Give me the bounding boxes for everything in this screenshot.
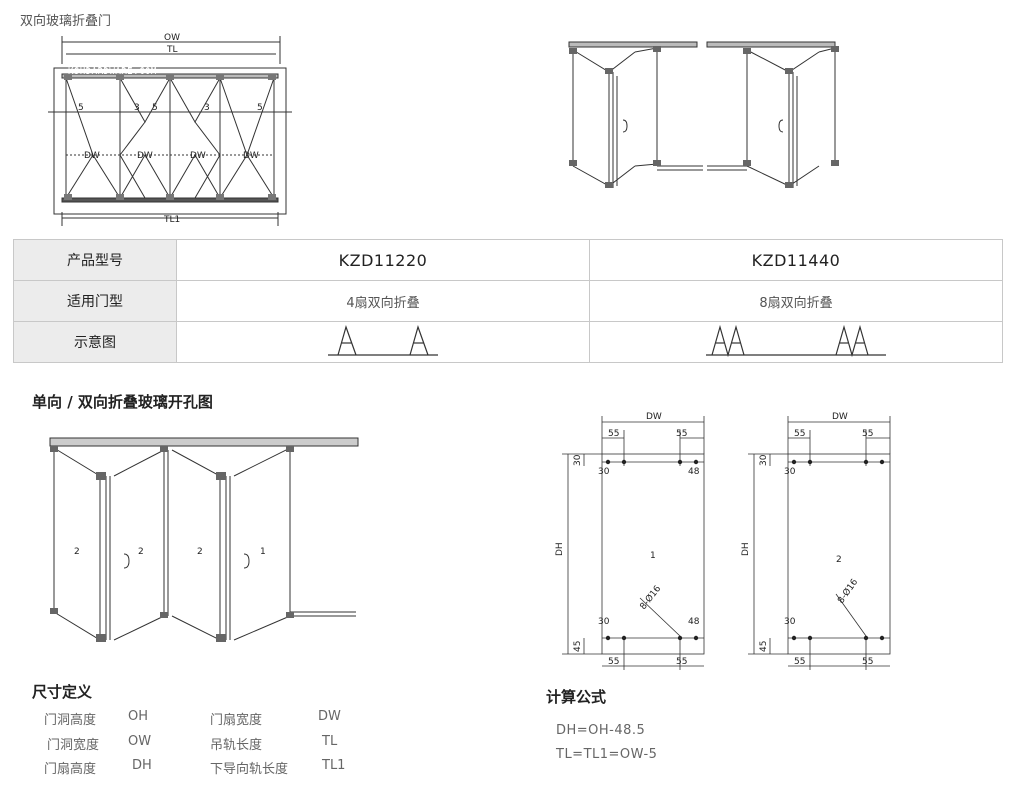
def-dw-name: 门扇宽度 [210, 713, 263, 728]
dim-55-bottom-right: 55 [676, 657, 687, 667]
dim-48-top: 48 [688, 467, 700, 477]
panel-number-3: 2 [197, 547, 203, 557]
def-tl-code: TL [322, 734, 338, 749]
model-kzd11220: KZD11220 [176, 239, 590, 281]
def-oh-name: 门洞高度 [44, 713, 97, 728]
dim-30-top: 30 [784, 467, 796, 477]
dim-48-bottom: 48 [688, 617, 700, 627]
formula-tl: TL=TL1=OW-5 [556, 747, 658, 762]
door-type-8-panel: 8扇双向折叠 [589, 280, 1003, 322]
folding-door-plan-drawing: OW TL KSHDARDWARE.COM 5 3 5 3 5 DW DW DW… [48, 33, 292, 226]
def-ow-name: 门洞宽度 [47, 738, 100, 753]
hole-diagram-panel-1: DW 55 55 30 48 30 DH 1 8-Ø16 30 48 45 55… [555, 412, 705, 670]
panel-number-1: 2 [74, 547, 80, 557]
dim-30-left: 30 [573, 454, 583, 466]
dimension-title: 尺寸定义 [32, 683, 93, 701]
schematic-4-panel [176, 321, 590, 363]
dw-label-2: DW [137, 151, 153, 161]
dim-55-top-right: 55 [676, 429, 687, 439]
table-row-model: 产品型号 KZD11220 KZD11440 [13, 239, 1003, 281]
schematic-8-panel-icon [706, 324, 886, 358]
tl-label: TL [166, 45, 178, 55]
dim-55-bottom-right: 55 [862, 657, 873, 667]
dw-label-3: DW [190, 151, 206, 161]
top-caption: 双向玻璃折叠门 [20, 14, 112, 29]
def-tl1-name: 下导向轨长度 [210, 762, 289, 777]
model-kzd11440: KZD11440 [589, 239, 1003, 281]
panel-no-label: 2 [836, 555, 842, 565]
dw-label-4: DW [243, 151, 259, 161]
def-tl-name: 吊轨长度 [210, 738, 263, 753]
def-dh-code: DH [132, 758, 152, 773]
schematic-4-panel-icon [328, 325, 438, 356]
dw-label: DW [832, 412, 848, 422]
dim-5-mid: 5 [152, 103, 158, 113]
dim-30-left: 30 [759, 454, 769, 466]
dh-label: DH [741, 542, 751, 556]
dw-label-1: DW [84, 151, 100, 161]
def-dh-name: 门扇高度 [44, 762, 97, 777]
label-diagram: 示意图 [13, 321, 177, 363]
def-ow-code: OW [128, 734, 152, 749]
dim-55-top-right: 55 [862, 429, 873, 439]
panel-number-2: 2 [138, 547, 144, 557]
folding-door-elevation-drawing: 2 2 2 1 [49, 437, 359, 642]
dim-5-right: 5 [257, 103, 263, 113]
dh-label: DH [555, 542, 565, 556]
product-spec-table: 产品型号 KZD11220 KZD11440 适用门型 4扇双向折叠 8扇双向折… [13, 239, 1003, 363]
formula-title: 计算公式 [546, 688, 607, 706]
dim-5-left: 5 [78, 103, 84, 113]
dim-30-bottom: 30 [598, 617, 610, 627]
dim-55-top-left: 55 [794, 429, 805, 439]
folding-door-perspective-drawing [568, 41, 839, 188]
section-title-drilling: 单向 / 双向折叠玻璃开孔图 [32, 393, 213, 411]
label-model: 产品型号 [13, 239, 177, 281]
dim-55-bottom-left: 55 [794, 657, 805, 667]
formula-dh: DH=OH-48.5 [556, 723, 646, 738]
dim-55-bottom-left: 55 [608, 657, 619, 667]
dim-45-left: 45 [759, 641, 769, 652]
dw-label: DW [646, 412, 662, 422]
panel-number-4: 1 [260, 547, 266, 557]
ow-label: OW [164, 33, 180, 43]
hole-diagram-panel-2: DW 55 55 30 30 DH 2 8-Ø16 30 45 55 55 [741, 412, 891, 670]
dim-45-left: 45 [573, 641, 583, 652]
dim-30-top: 30 [598, 467, 610, 477]
tl1-label: TL1 [163, 215, 180, 225]
label-door-type: 适用门型 [13, 280, 177, 322]
table-row-diagram: 示意图 [13, 321, 1003, 363]
door-type-4-panel: 4扇双向折叠 [176, 280, 590, 322]
panel-no-label: 1 [650, 551, 656, 561]
def-dw-code: DW [318, 709, 341, 724]
dim-3-right: 3 [204, 103, 210, 113]
schematic-8-panel [589, 321, 1003, 363]
hole-spec-label: 8-Ø16 [835, 577, 860, 606]
table-row-door-type: 适用门型 4扇双向折叠 8扇双向折叠 [13, 280, 1003, 322]
def-oh-code: OH [128, 709, 149, 724]
dim-3-left: 3 [134, 103, 140, 113]
def-tl1-code: TL1 [322, 758, 346, 773]
watermark: KSHDARDWARE.COM [68, 67, 157, 77]
dim-55-top-left: 55 [608, 429, 619, 439]
dim-30-bottom: 30 [784, 617, 796, 627]
